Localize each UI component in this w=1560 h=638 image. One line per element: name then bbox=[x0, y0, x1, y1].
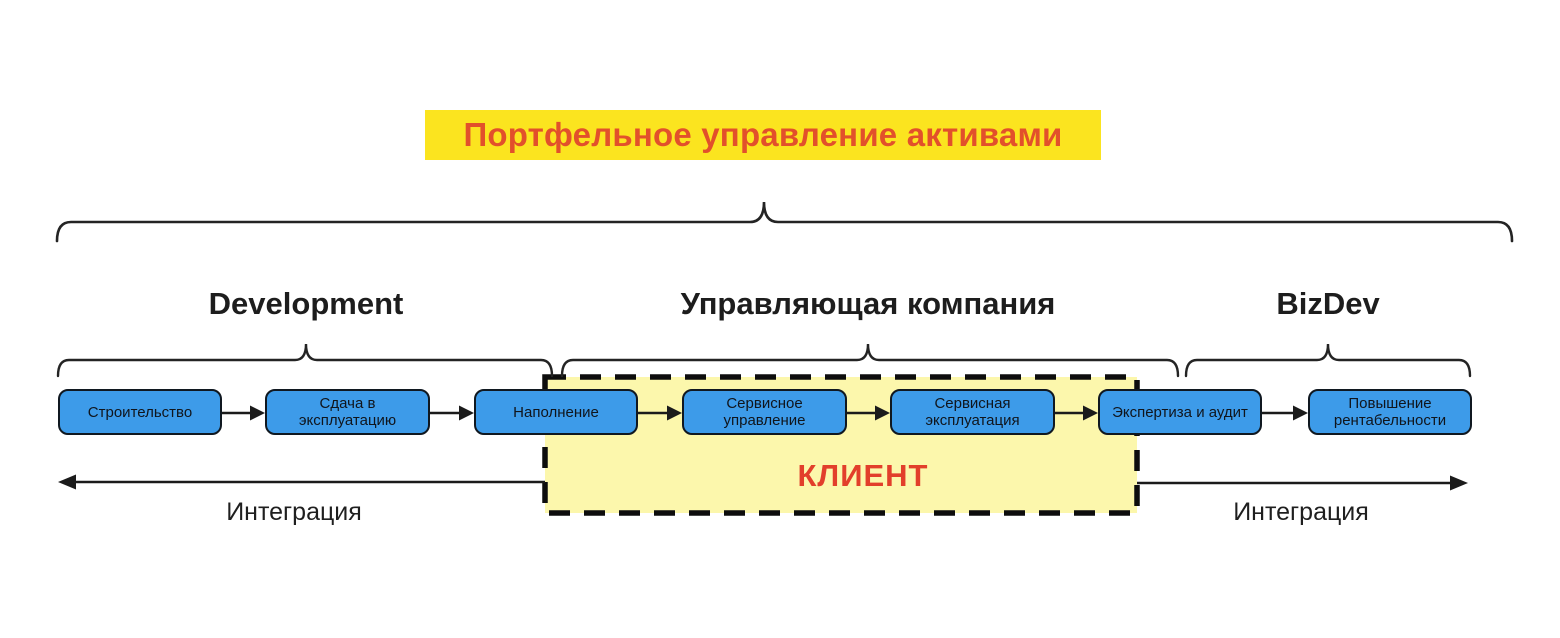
step-service-operation: Сервисная эксплуатация bbox=[890, 389, 1055, 435]
diagram-title: Портфельное управление активами bbox=[425, 110, 1101, 160]
step-commissioning: Сдача в эксплуатацию bbox=[265, 389, 430, 435]
section-header-management-company: Управляющая компания bbox=[680, 286, 1056, 321]
step-expertise-audit: Экспертиза и аудит bbox=[1098, 389, 1262, 435]
step-profitability-increase: Повышение рентабельности bbox=[1308, 389, 1472, 435]
section-header-bizdev: BizDev bbox=[1276, 286, 1380, 321]
step-filling: Наполнение bbox=[474, 389, 638, 435]
bizdev-brace bbox=[1184, 343, 1472, 378]
step-construction: Строительство bbox=[58, 389, 222, 435]
step-service-management: Сервисное управление bbox=[682, 389, 847, 435]
management-company-brace bbox=[560, 343, 1180, 378]
section-header-development: Development bbox=[208, 286, 404, 321]
step-connector-arrows bbox=[222, 405, 1308, 421]
overall-brace bbox=[55, 201, 1514, 243]
development-brace bbox=[56, 343, 554, 378]
client-zone-label: КЛИЕНТ bbox=[797, 458, 929, 493]
integration-arrow-left bbox=[58, 474, 545, 490]
integration-arrow-right bbox=[1137, 475, 1468, 491]
integration-label-right: Интеграция bbox=[1233, 498, 1369, 526]
integration-label-left: Интеграция bbox=[226, 498, 362, 526]
